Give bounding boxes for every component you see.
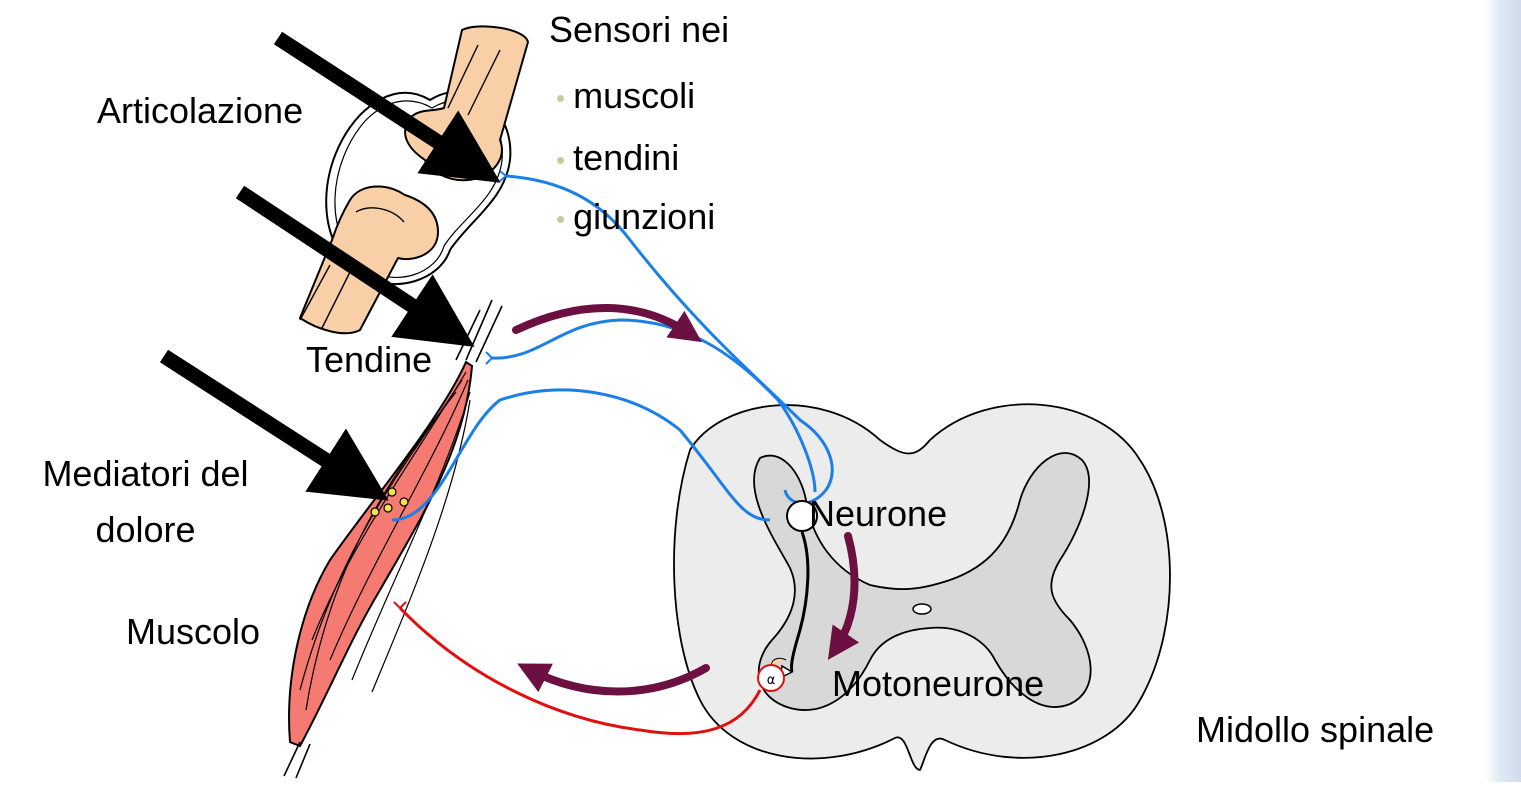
sensor-list-item-label: giunzioni [573, 196, 715, 237]
pain-mediator-dot [400, 498, 408, 506]
sensor-list-item: • giunzioni [556, 199, 715, 235]
central-canal [913, 604, 931, 614]
joint-label: Articolazione [97, 93, 303, 129]
pain-mediators-label-line1: Mediatori del [8, 456, 283, 492]
sensor-list-item: • muscoli [556, 78, 695, 114]
motoneuron-label: Motoneurone [832, 666, 1044, 702]
sensors-header: Sensori nei [549, 12, 729, 48]
spinal-cord-label: Midollo spinale [1196, 712, 1434, 748]
spinal-cord-section [674, 404, 1170, 770]
tendon-lines [456, 300, 502, 362]
sensor-list-item-label: muscoli [573, 75, 695, 116]
pain-mediator-dot [384, 504, 392, 512]
bullet-icon: • [556, 83, 565, 113]
bullet-icon: • [556, 145, 565, 175]
neuron-label: Neurone [809, 496, 947, 532]
tendon-label: Tendine [306, 342, 432, 378]
bullet-icon: • [556, 204, 565, 234]
muscle-label: Muscolo [126, 614, 260, 650]
sensor-list-item-label: tendini [573, 137, 679, 178]
pain-mediator-dot [388, 488, 396, 496]
flow-arrow-efferent [530, 668, 706, 692]
pain-mediators-label-line2: dolore [8, 512, 283, 548]
pain-mediator-dot [371, 508, 379, 516]
slide-background-wash [1485, 0, 1521, 782]
sensor-list-item: • tendini [556, 140, 679, 176]
alpha-symbol: α [767, 673, 776, 688]
